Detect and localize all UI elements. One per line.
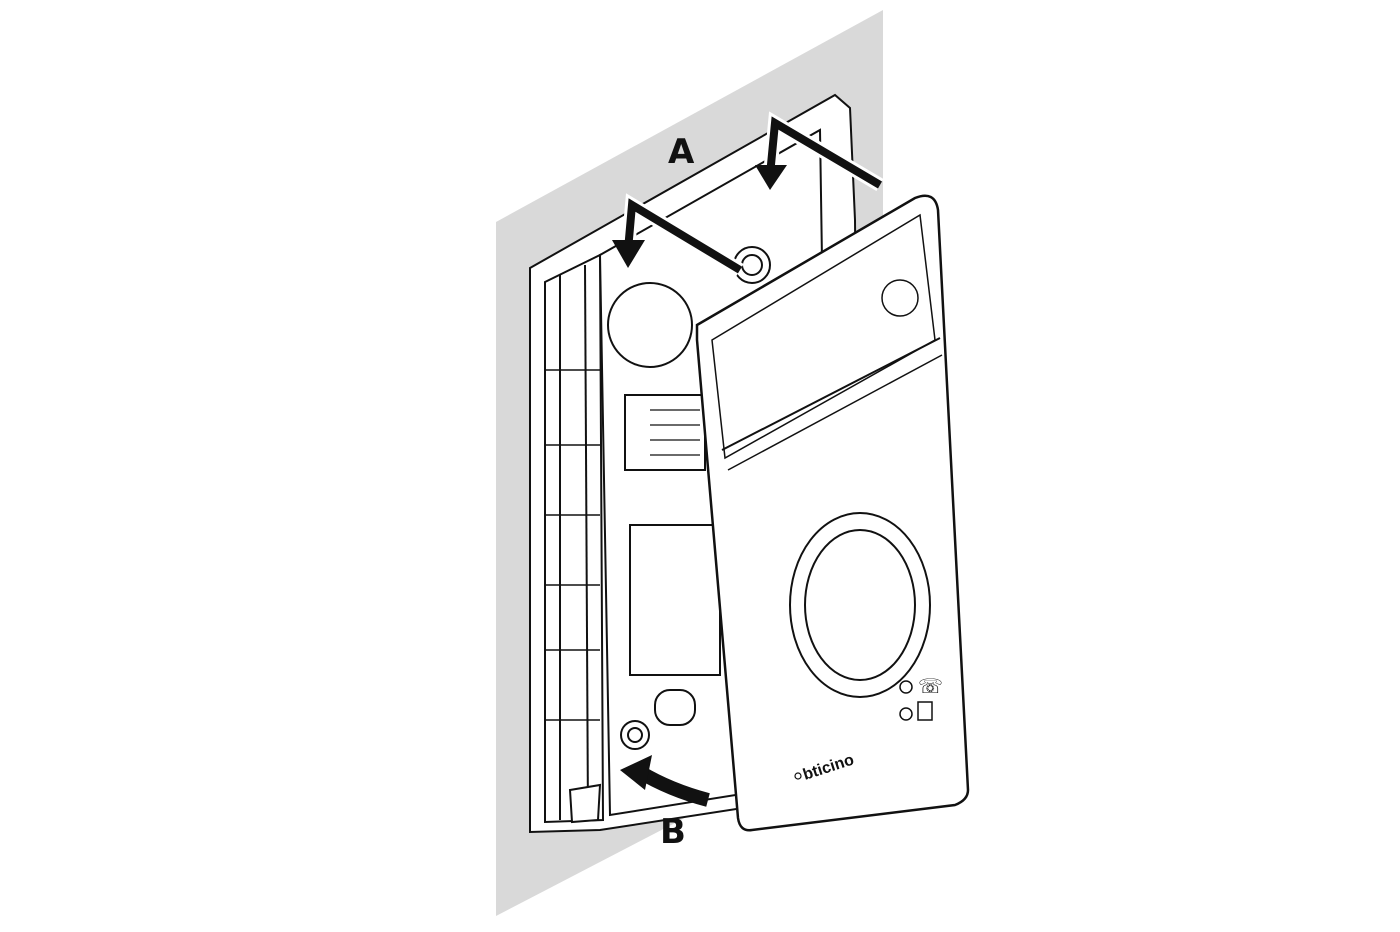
talk-icon: ☏ [918,676,943,698]
door-icon [917,701,933,721]
label-b: B [660,812,686,852]
button-talk [899,680,913,694]
label-a: A [668,132,695,172]
pcb-window [629,524,721,676]
speaker-hole [607,282,693,368]
camera-lens [881,279,919,317]
arrow-b [620,755,710,807]
arrows-a [612,111,884,276]
front-cover: ☏ bticino [695,194,970,832]
terminal-block [624,394,706,471]
button-door [899,707,913,721]
